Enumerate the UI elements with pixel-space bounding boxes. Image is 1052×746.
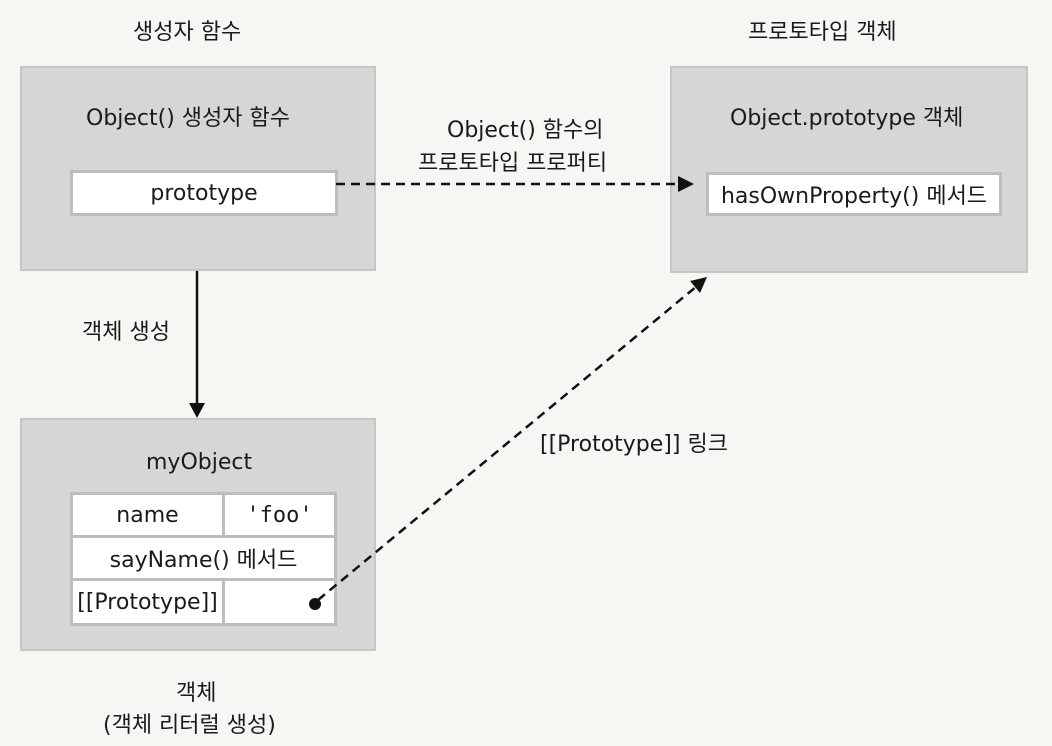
prototype-property-arrowhead	[678, 176, 694, 192]
heading-prototype-object: 프로토타입 객체	[748, 20, 897, 45]
prototype-property-label-line1: Object() 함수의	[447, 118, 604, 143]
prototype-link-arrowhead	[690, 277, 707, 293]
heading-constructor: 생성자 함수	[133, 20, 242, 45]
prototype-link-label: [[Prototype]] 링크	[540, 432, 728, 457]
prototype-property-cell: prototype	[70, 170, 338, 216]
prototype-link-origin-dot	[309, 598, 321, 610]
prototype-object-title: Object.prototype 객체	[730, 106, 964, 131]
footer-literal-label: (객체 리터럴 생성)	[103, 713, 276, 738]
footer-object-label: 객체	[176, 681, 217, 706]
create-object-label: 객체 생성	[82, 320, 170, 345]
create-object-arrowhead	[189, 403, 205, 418]
has-own-property-method-cell: hasOwnProperty() 메서드	[706, 172, 1002, 216]
prototype-object-box: Object.prototype 객체 hasOwnProperty() 메서드	[670, 66, 1028, 273]
prototype-property-label-line2: 프로토타입 프로퍼티	[418, 151, 608, 176]
my-object-title: myObject	[146, 450, 253, 475]
constructor-function-title: Object() 생성자 함수	[86, 106, 291, 131]
prototype-link-arrow-line	[317, 285, 698, 601]
constructor-function-box: Object() 생성자 함수 prototype	[20, 66, 376, 271]
